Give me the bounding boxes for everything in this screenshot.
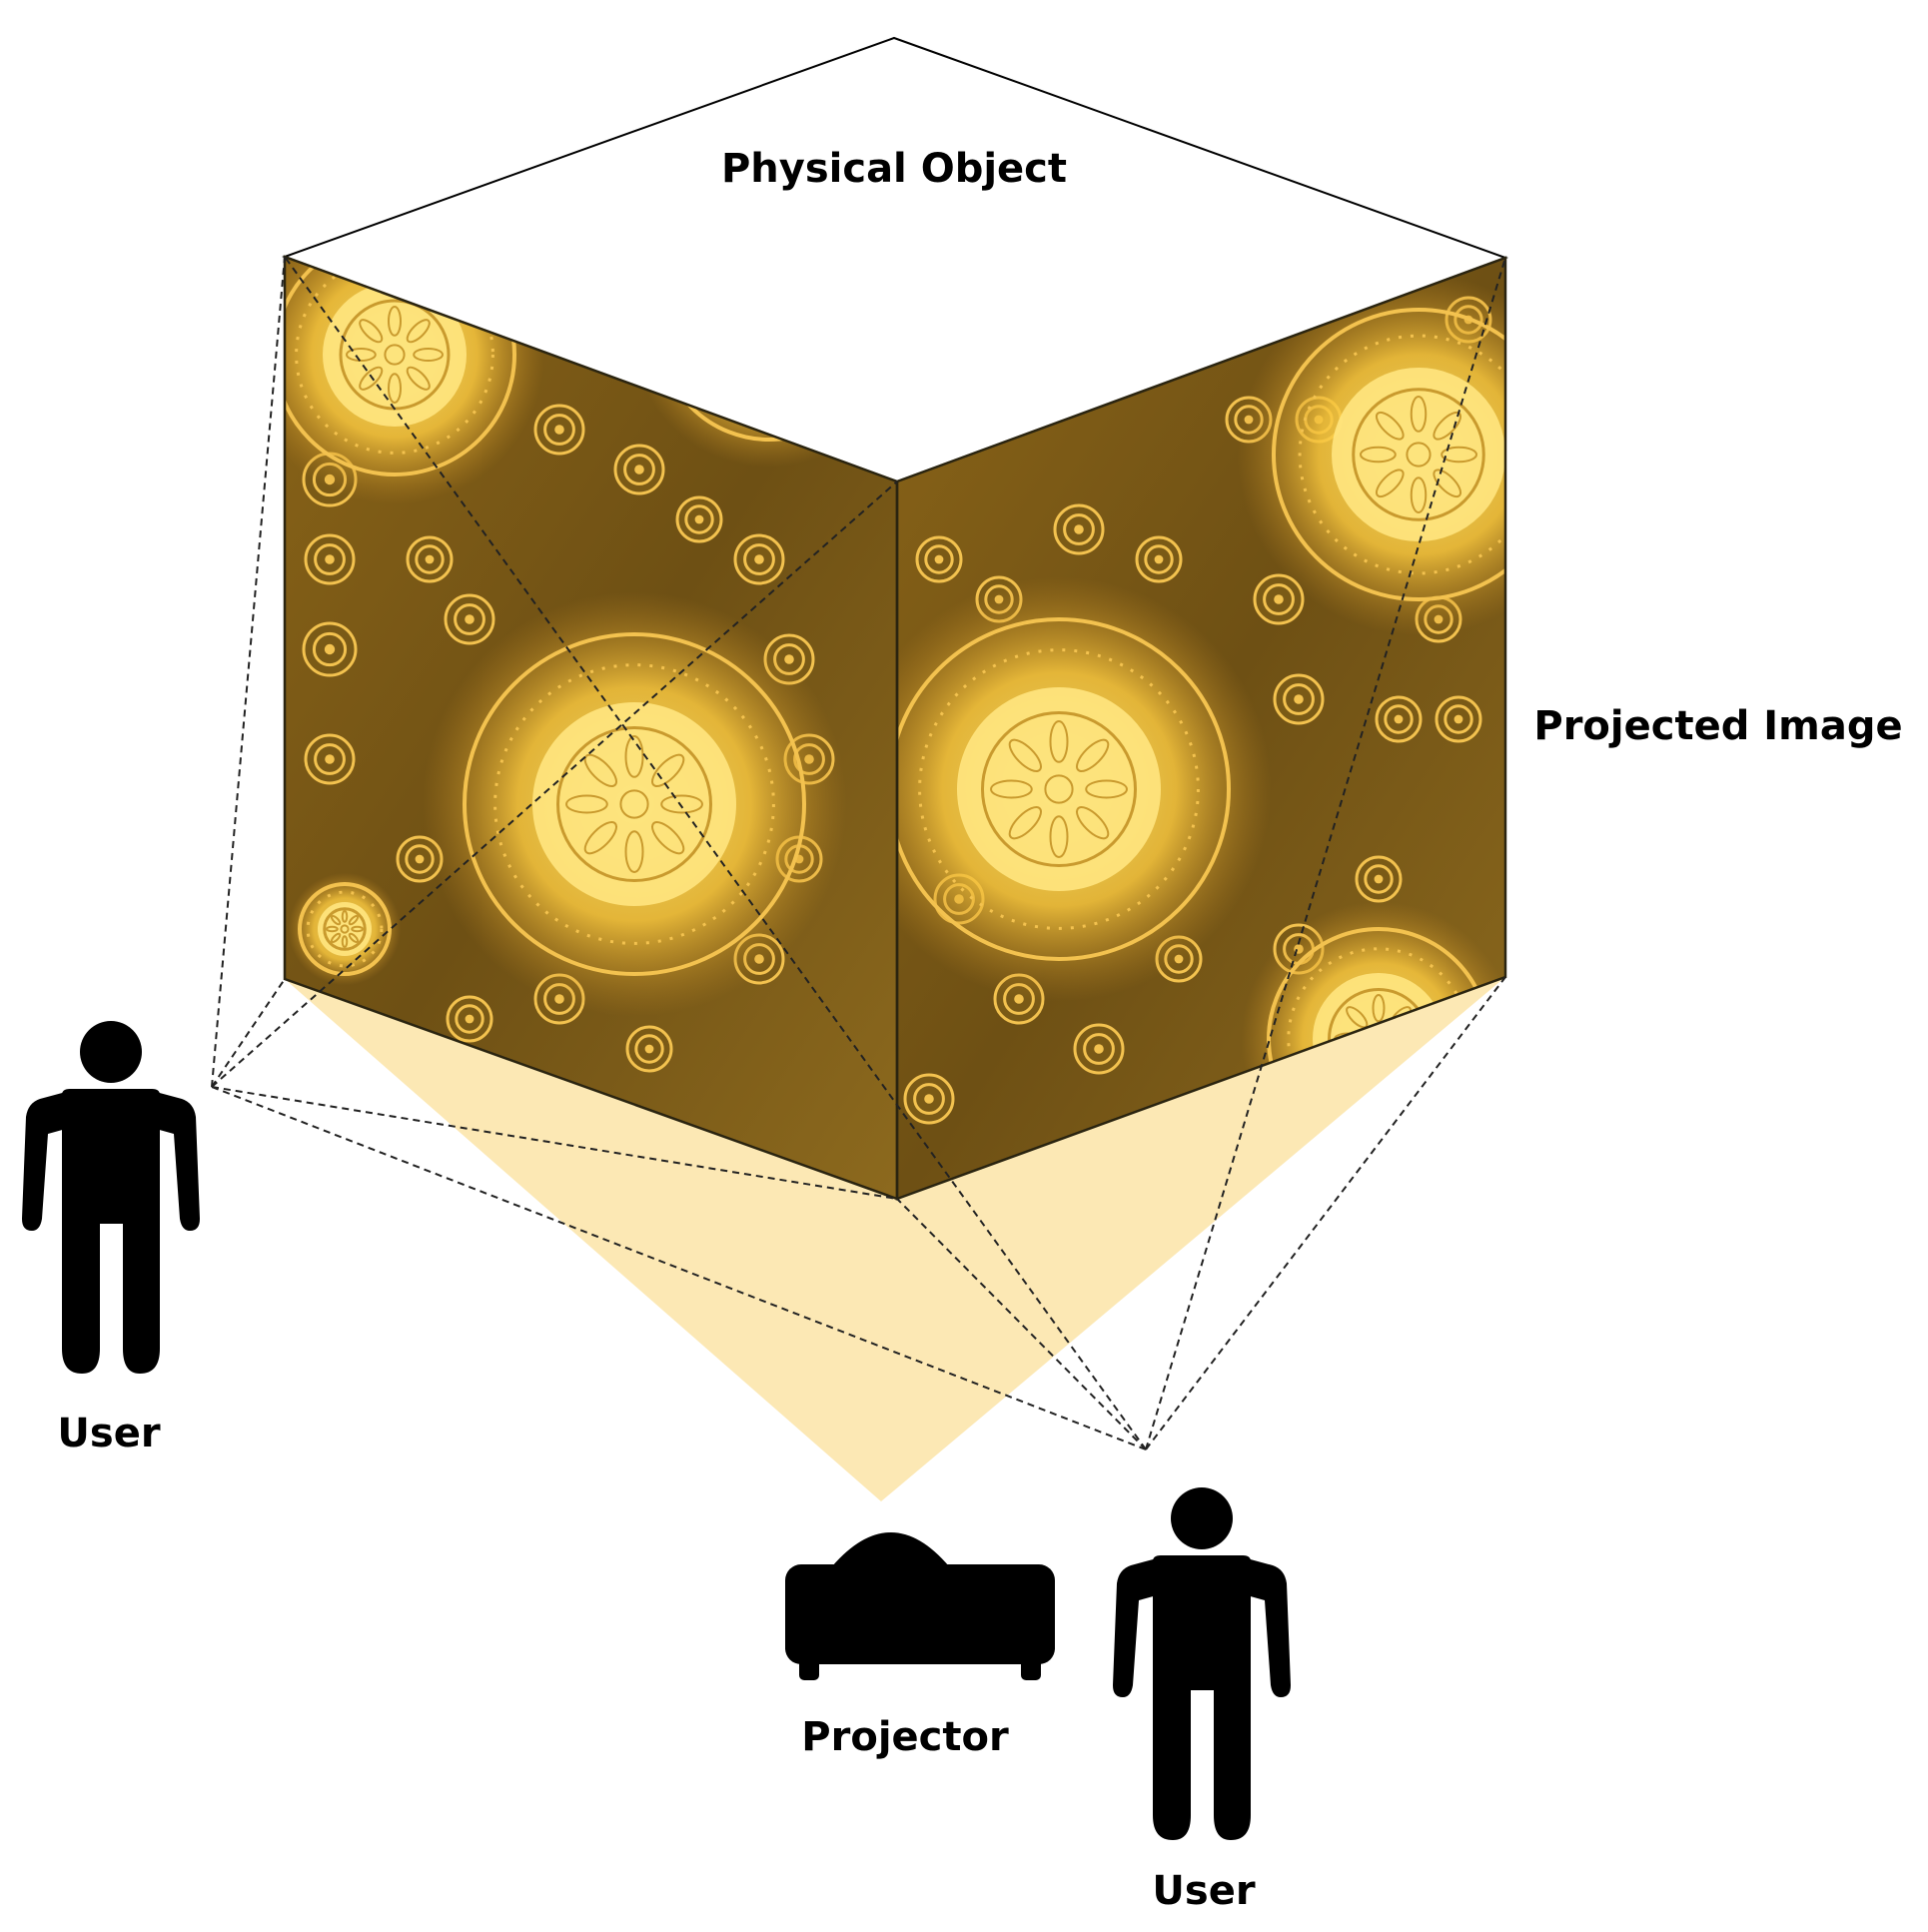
physical-object-label: Physical Object: [721, 146, 1067, 192]
user-left-person-icon: [22, 1021, 200, 1374]
user-right-person-icon: [1113, 1487, 1291, 1840]
projected-image-label: Projected Image: [1533, 703, 1902, 749]
projector-label: Projector: [801, 1714, 1009, 1760]
sight-lines-right-user: [284, 256, 1506, 1450]
projector-light-cone: [285, 977, 1505, 1501]
user-left-label: User: [57, 1411, 160, 1456]
projector-icon: [785, 1532, 1055, 1680]
sight-lines-left-user: [211, 256, 1147, 1450]
user-right-label: User: [1152, 1868, 1255, 1914]
